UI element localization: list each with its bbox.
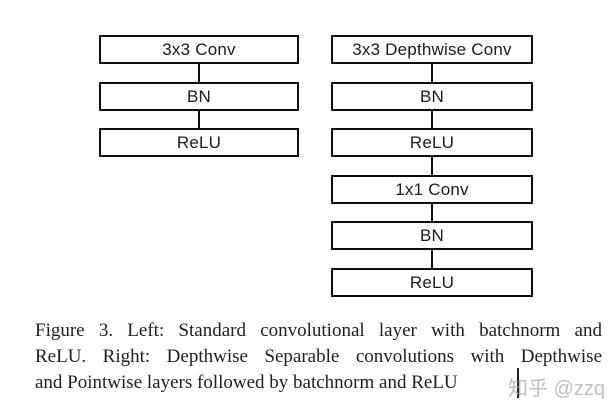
caption-line-1: Figure 3. Left: Standard convolutional l… xyxy=(35,320,602,341)
caption-line-3: and Pointwise layers followed by batchno… xyxy=(35,372,458,393)
connector-line xyxy=(198,110,200,129)
connector-line xyxy=(431,110,433,129)
layer-box-relu-right-2: ReLU xyxy=(331,268,533,297)
layer-label: BN xyxy=(186,86,212,106)
layer-box-relu-right-1: ReLU xyxy=(331,128,533,157)
connector-line xyxy=(431,63,433,83)
connector-line xyxy=(431,249,433,269)
layer-box-bn-right-2: BN xyxy=(331,221,533,250)
layer-box-relu-left: ReLU xyxy=(99,128,299,157)
layer-label: ReLU xyxy=(409,272,455,292)
layer-label: ReLU xyxy=(176,132,222,152)
layer-label: 3x3 Conv xyxy=(162,39,236,59)
caption-line-2: ReLU. Right: Depthwise Separable convolu… xyxy=(35,346,602,367)
layer-box-3x3-conv: 3x3 Conv xyxy=(99,35,299,64)
connector-line xyxy=(431,156,433,176)
layer-label: BN xyxy=(419,86,445,106)
layer-box-1x1-conv: 1x1 Conv xyxy=(331,175,533,204)
layer-label: ReLU xyxy=(409,132,455,152)
figure-caption: Figure 3. Left: Standard convolutional l… xyxy=(35,318,602,396)
connector-line xyxy=(431,203,433,222)
layer-box-bn-right-1: BN xyxy=(331,82,533,111)
connector-line xyxy=(198,63,200,83)
layer-label: BN xyxy=(419,225,445,245)
layer-box-bn-left: BN xyxy=(99,82,299,111)
watermark-zhihu: 知乎 @zzq xyxy=(508,378,605,400)
layer-label: 3x3 Depthwise Conv xyxy=(352,39,512,59)
layer-box-3x3-depthwise-conv: 3x3 Depthwise Conv xyxy=(331,35,533,64)
layer-label: 1x1 Conv xyxy=(395,179,469,199)
text-cursor xyxy=(517,368,519,398)
